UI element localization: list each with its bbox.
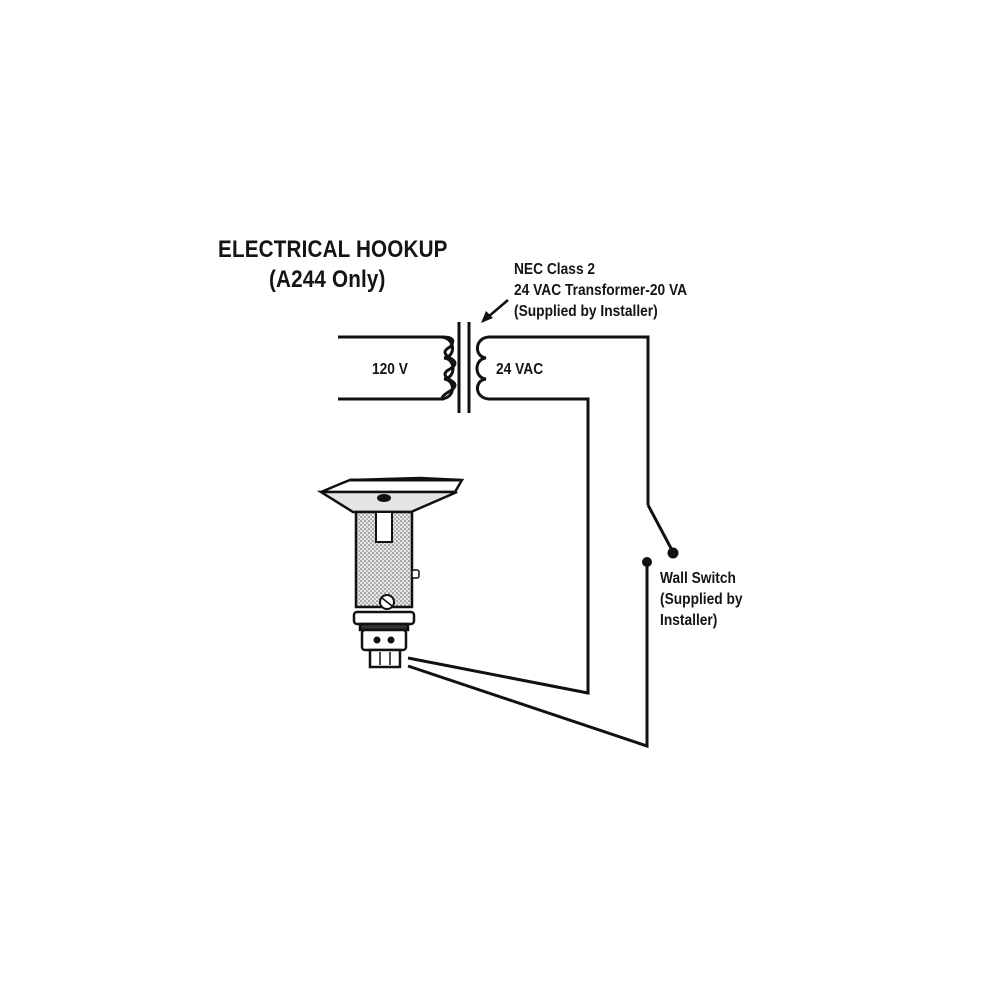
transformer-core-icon <box>457 322 471 413</box>
wall-switch-label-line3: Installer) <box>660 612 718 629</box>
diagram-title-line2: (A244 Only) <box>269 266 386 293</box>
wall-switch-icon <box>642 504 679 567</box>
transformer-spec-line1: NEC Class 2 <box>514 261 596 278</box>
primary-wires <box>338 335 457 401</box>
wall-switch-label-line2: (Supplied by <box>660 591 743 608</box>
secondary-wires <box>407 335 650 749</box>
transformer-spec-line2: 24 VAC Transformer-20 VA <box>514 282 688 299</box>
wall-switch-label-line1: Wall Switch <box>660 570 736 587</box>
primary-voltage-label: 120 V <box>372 361 408 378</box>
secondary-coil-icon <box>475 335 491 401</box>
primary-coil-icon <box>439 335 455 401</box>
pointer-arrow-icon <box>481 299 509 323</box>
transformer-spec-line3: (Supplied by Installer) <box>514 303 658 320</box>
secondary-voltage-label: 24 VAC <box>496 361 544 378</box>
diagram-title-line1: ELECTRICAL HOOKUP <box>218 236 448 263</box>
valve-solenoid-icon <box>316 476 465 669</box>
